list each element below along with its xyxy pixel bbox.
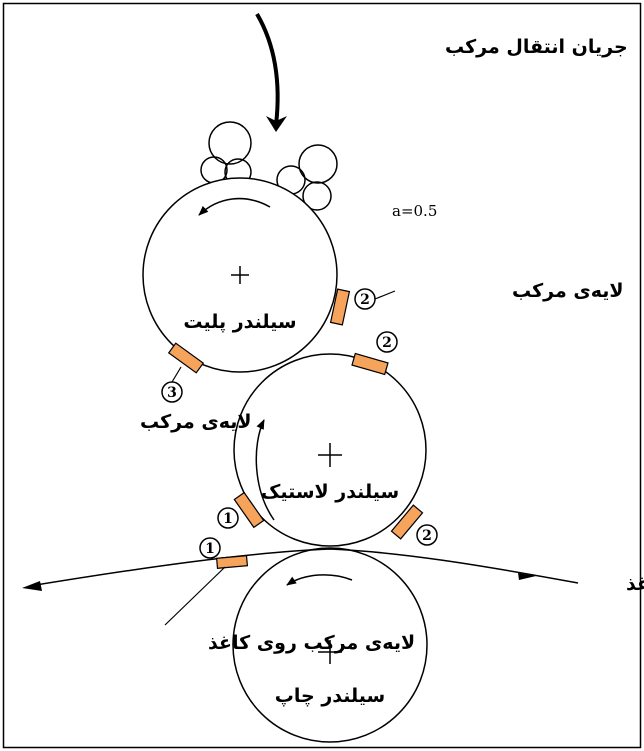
svg-text:2: 2 bbox=[422, 528, 432, 544]
ink-layer-blanket-left bbox=[233, 491, 265, 529]
plate-center-mark bbox=[231, 266, 249, 284]
ink-layer-on-paper bbox=[215, 555, 249, 569]
svg-text:1: 1 bbox=[205, 541, 215, 557]
svg-text:2: 2 bbox=[360, 292, 370, 308]
ink-roller bbox=[302, 181, 332, 211]
ink-layer-label-left: لایه‌ی مرکب bbox=[140, 411, 252, 433]
ink-layer-plate-bottom bbox=[167, 342, 205, 374]
ink-on-paper-label: لایه‌ی مرکب روی کاغذ bbox=[208, 632, 415, 654]
impression-cylinder-label: سیلندر چاپ bbox=[275, 685, 385, 707]
param-label: a=0.5 bbox=[392, 202, 437, 220]
ink-flow-label: جریان انتقال مرکب bbox=[445, 36, 628, 58]
paper-label: کاغذ bbox=[626, 573, 644, 595]
svg-text:3: 3 bbox=[167, 385, 177, 401]
marker-blanket-left: 1 bbox=[217, 507, 239, 529]
ink-layer-blanket-top bbox=[351, 352, 389, 376]
ink-layer-plate-right bbox=[329, 288, 351, 326]
ink-on-paper-leader bbox=[164, 566, 226, 626]
ink-roller bbox=[208, 121, 252, 165]
impression-center-mark bbox=[318, 640, 342, 664]
plate-rotation-arrow bbox=[198, 197, 271, 216]
ink-flow-arrow bbox=[255, 12, 280, 126]
impression-rotation-arrow bbox=[286, 574, 353, 586]
svg-text:2: 2 bbox=[382, 335, 392, 351]
marker-blanket-top: 2 bbox=[376, 331, 398, 353]
paper-entry-arrowhead bbox=[518, 573, 536, 580]
ink-layer-blanket-right bbox=[390, 504, 424, 540]
svg-text:1: 1 bbox=[223, 511, 233, 527]
blanket-cylinder-label: سیلندر لاستیک bbox=[261, 481, 399, 503]
paper-exit-arrowhead bbox=[22, 581, 42, 591]
blanket-rotation-arrow bbox=[255, 419, 275, 521]
ink-layers bbox=[167, 288, 424, 569]
marker-blanket-right: 2 bbox=[416, 524, 438, 546]
ink-flow-arrowhead bbox=[266, 116, 287, 132]
ink-layer-label-right: لایه‌ی مرکب bbox=[512, 280, 624, 302]
paper-path bbox=[29, 548, 579, 587]
marker-plate-bottom-left: 3 bbox=[161, 366, 183, 403]
marker-paper-left: 1 bbox=[199, 537, 221, 559]
marker-plate-right: 2 bbox=[354, 288, 396, 310]
blanket-center-mark bbox=[318, 443, 342, 467]
plate-cylinder-label: سیلندر پلیت bbox=[183, 311, 296, 333]
ink-roller bbox=[298, 144, 338, 184]
